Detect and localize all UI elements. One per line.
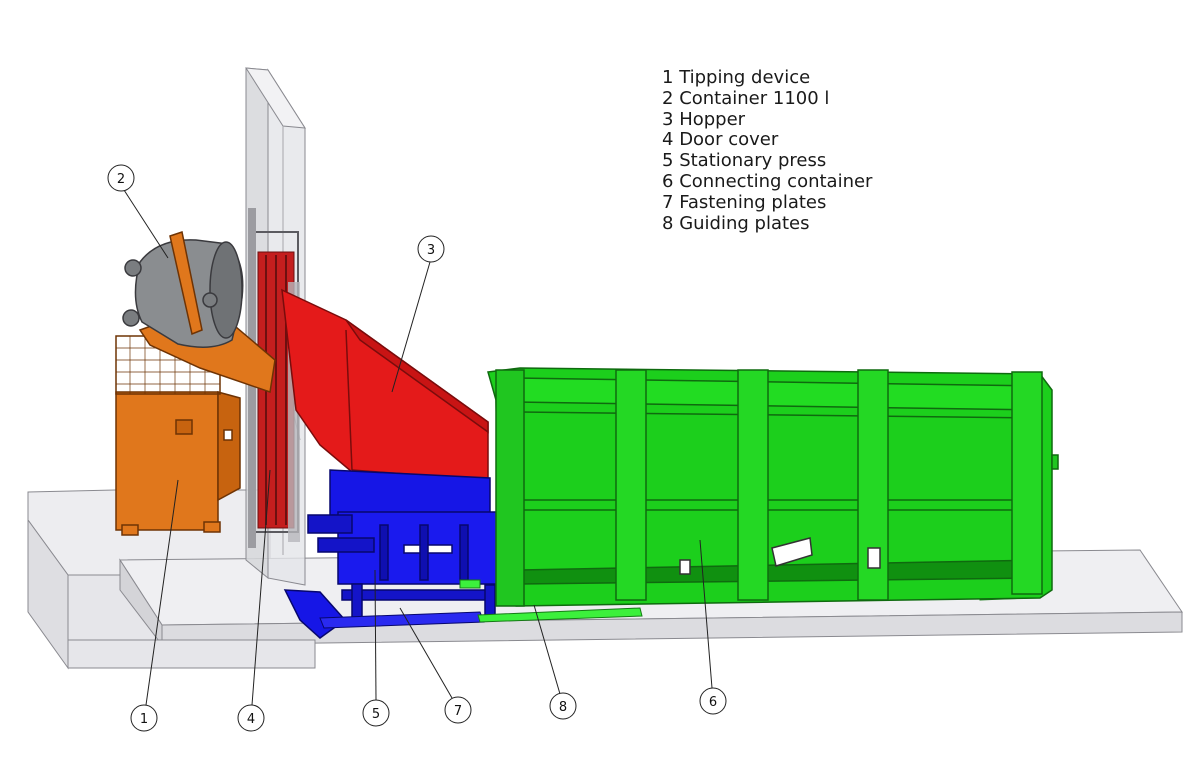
legend-item-8: 8 Guiding plates: [662, 212, 810, 234]
callouts: 2 3 1 4 5 7 8: [107, 164, 727, 732]
callout-2: 2: [107, 164, 135, 192]
legend-item-5: 5 Stationary press: [662, 150, 827, 172]
hopper: [281, 288, 489, 481]
svg-text:2: 2: [117, 172, 125, 187]
legend-item-6: 6 Connecting container: [662, 170, 873, 192]
callout-5: 5: [362, 699, 390, 727]
callout-1: 1: [130, 704, 158, 732]
legend-item-2: 2 Container 1100 l: [662, 87, 830, 109]
legend-item-1: 1 Tipping device: [662, 67, 811, 88]
tipping-device: [115, 299, 276, 536]
connecting-container: [487, 367, 1059, 607]
svg-text:8: 8: [559, 700, 567, 715]
svg-text:3: 3: [427, 243, 435, 258]
callout-3: 3: [417, 235, 445, 263]
callout-6: 6: [699, 687, 727, 715]
callout-4: 4: [237, 704, 265, 732]
legend-item-7: 7 Fastening plates: [662, 191, 827, 213]
svg-text:6: 6: [709, 695, 717, 710]
legend: 1 Tipping device 2 Container 1100 l 3 Ho…: [662, 67, 873, 234]
legend-item-4: 4 Door cover: [662, 129, 779, 151]
svg-text:5: 5: [372, 707, 380, 722]
callout-8: 8: [549, 692, 577, 720]
svg-text:4: 4: [247, 712, 255, 727]
callout-7: 7: [444, 696, 472, 724]
container-1100: [122, 231, 244, 348]
svg-text:7: 7: [454, 704, 462, 719]
leader-lines: [123, 189, 713, 706]
legend-item-3: 3 Hopper: [662, 108, 746, 130]
svg-text:1: 1: [140, 712, 148, 727]
